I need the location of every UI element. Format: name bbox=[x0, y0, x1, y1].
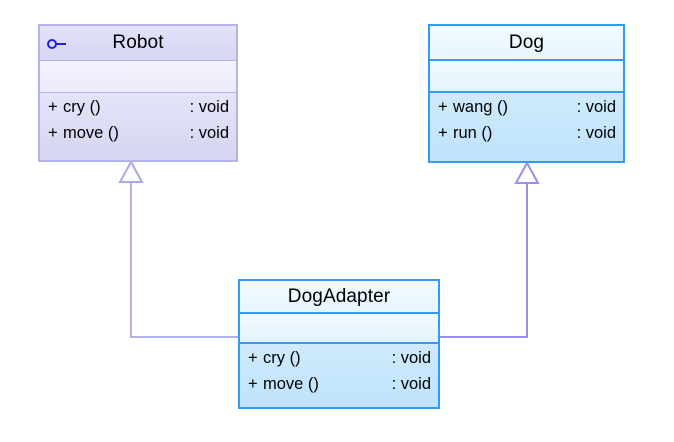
operation-visibility: + bbox=[438, 124, 448, 142]
class-box-dogadapter[interactable]: DogAdapter + cry () : void + move () : v… bbox=[238, 279, 440, 409]
operation-name: move () bbox=[63, 124, 119, 142]
class-box-robot[interactable]: Robot + cry () : void + move () : void bbox=[38, 24, 238, 162]
operation-visibility: + bbox=[48, 124, 58, 142]
operation-name: cry () bbox=[263, 349, 301, 367]
operation-visibility: + bbox=[438, 98, 448, 116]
class-operations-compartment-dog: + wang () : void + run () : void bbox=[430, 93, 623, 161]
connector-line-robot bbox=[130, 182, 238, 338]
connector-dogadapter-to-dog[interactable] bbox=[440, 160, 540, 338]
interface-lollipop-icon bbox=[46, 37, 68, 49]
operation-row[interactable]: + move () : void bbox=[240, 371, 438, 397]
class-name-robot: Robot bbox=[112, 32, 164, 53]
class-attributes-compartment-dog bbox=[430, 61, 623, 93]
operation-row[interactable]: + run () : void bbox=[430, 120, 623, 146]
class-attributes-compartment-dogadapter bbox=[240, 314, 438, 344]
class-operations-compartment-robot: + cry () : void + move () : void bbox=[40, 93, 236, 160]
operation-row[interactable]: + cry () : void bbox=[240, 345, 438, 371]
hollow-triangle-arrowhead-robot bbox=[118, 159, 144, 183]
operation-visibility: + bbox=[48, 98, 58, 116]
class-operations-compartment-dogadapter: + cry () : void + move () : void bbox=[240, 344, 438, 407]
class-attributes-compartment-robot bbox=[40, 61, 236, 93]
connector-line-dog bbox=[440, 182, 528, 338]
class-name-dog: Dog bbox=[508, 31, 545, 53]
class-title-compartment-dogadapter: DogAdapter bbox=[240, 281, 438, 314]
operation-return-type: : void bbox=[189, 98, 229, 116]
operation-row[interactable]: + wang () : void bbox=[430, 94, 623, 120]
operation-name: run () bbox=[453, 124, 493, 142]
operation-return-type: : void bbox=[391, 375, 431, 393]
operation-name: wang () bbox=[453, 98, 509, 116]
operation-return-type: : void bbox=[391, 349, 431, 367]
operation-visibility: + bbox=[248, 375, 258, 393]
operation-return-type: : void bbox=[576, 98, 616, 116]
class-name-dogadapter: DogAdapter bbox=[287, 285, 391, 307]
operation-return-type: : void bbox=[189, 124, 229, 142]
operation-row[interactable]: + move () : void bbox=[40, 120, 236, 146]
operation-return-type: : void bbox=[576, 124, 616, 142]
operation-name: cry () bbox=[63, 98, 101, 116]
operation-row[interactable]: + cry () : void bbox=[40, 94, 236, 120]
connector-dogadapter-to-robot[interactable] bbox=[118, 159, 238, 338]
operation-name: move () bbox=[263, 375, 319, 393]
class-box-dog[interactable]: Dog + wang () : void + run () : void bbox=[428, 24, 625, 163]
operation-visibility: + bbox=[248, 349, 258, 367]
class-title-compartment-dog: Dog bbox=[430, 26, 623, 61]
class-title-compartment-robot: Robot bbox=[40, 26, 236, 61]
hollow-triangle-arrowhead-dog bbox=[514, 160, 540, 184]
